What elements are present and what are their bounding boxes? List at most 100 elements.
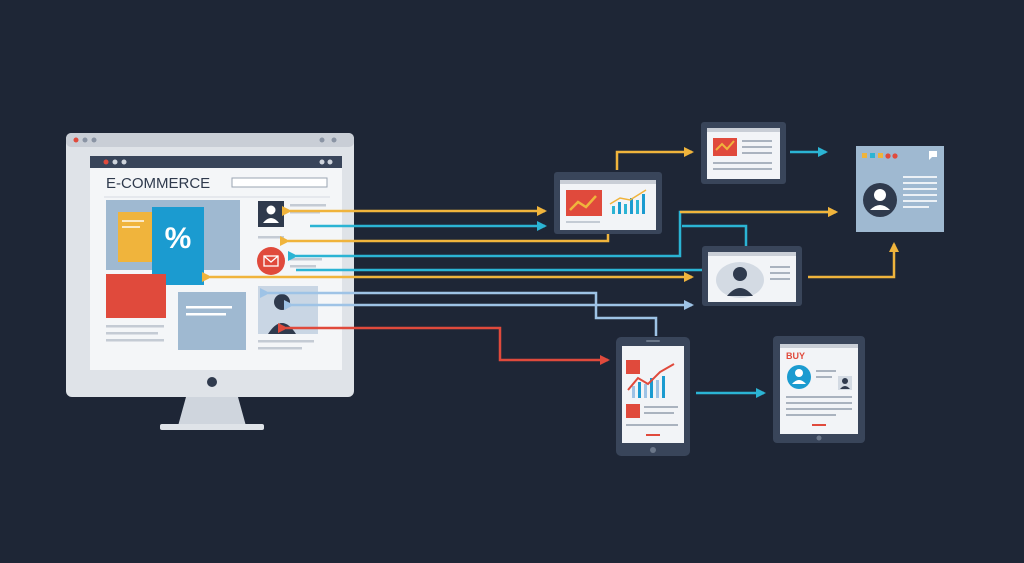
window-dot-min [82,137,88,143]
browser-dot-5 [327,159,333,165]
buy-line-1 [816,370,836,372]
tbar-1 [632,386,635,398]
chat-bubble-icon [929,151,937,160]
tbar-2 [638,382,641,398]
card-line-2 [122,226,140,228]
catalog-line-4 [903,194,937,196]
report-line-2 [742,146,772,148]
browser-dot-3 [121,159,127,165]
catalog-user-body [870,205,890,210]
bar-1 [612,206,615,214]
text-line-c1 [290,258,322,261]
percent-icon: % [165,222,192,255]
tablet-analytics [616,337,690,456]
user-icon-head [266,205,276,215]
agent-icon [274,294,290,310]
card-line-1 [122,220,144,222]
bar-2 [618,202,621,214]
buy-line-5 [786,408,852,410]
panel-line-2 [186,313,226,316]
tbar-4 [650,378,653,398]
window-dot-b [331,137,337,143]
tablet-square-2 [626,404,640,418]
catalog-line-2 [903,182,937,184]
power-button[interactable] [207,377,217,387]
catalog-chip-3 [878,153,883,158]
content-panel-blue [178,292,246,350]
text-line-d1 [258,340,314,343]
buy-avatar-head [842,378,848,384]
buy-user-head [795,369,803,377]
promo-card[interactable] [152,207,204,285]
chart-icon-small-line [715,140,735,151]
buy-home-button[interactable] [816,435,822,441]
panel-line-1 [186,306,232,309]
monitor-titlebar [66,133,354,147]
window-dot-close [73,137,79,143]
text-line-d2 [258,347,302,350]
report-line-1 [742,140,772,142]
text-line-c2 [290,265,316,268]
buy-avatar-body [840,386,850,389]
tablet-line-accent [646,434,660,436]
device-titlebar [560,180,656,184]
desktop-monitor: E-COMMERCE % [66,133,354,430]
catalog-line-6 [903,206,929,208]
text-line-b3 [258,236,284,239]
window-dot-a [319,137,325,143]
report-titlebar [707,128,780,132]
text-line-a1 [106,325,164,328]
browser-titlebar [90,156,342,168]
bar-3 [624,204,627,214]
product-catalog-card [856,146,944,232]
tablet-speaker [646,340,660,342]
arrow-yellow-to-report [615,147,694,170]
buy-user-body [792,380,806,384]
mail-icon-envelope [263,255,279,267]
buy-line-accent [812,424,826,426]
arrow-yellow-to-catalog [808,242,899,279]
tablet-trend-line [627,363,675,391]
search-input[interactable] [231,177,328,188]
bar-5 [636,200,639,214]
tablet-home-button[interactable] [650,447,656,453]
mail-icon-flap [263,255,279,263]
buy-line-2 [816,376,832,378]
catalog-line-3 [903,188,937,190]
catalog-chip-2 [870,153,875,158]
tbar-5 [656,380,659,398]
browser-dot-1 [103,159,109,165]
tbar-3 [644,384,647,398]
profile-line-2 [770,272,790,274]
tablet-line-2 [644,412,674,414]
text-line-b1 [290,204,326,207]
report-line-4 [713,162,772,164]
product-card-yellow [118,212,156,262]
device-report-window [701,122,786,184]
page-heading: E-COMMERCE [106,175,210,192]
mail-icon[interactable] [257,247,285,275]
text-line-a2 [106,332,158,335]
device-analytics-screen [554,172,662,234]
profile-line-1 [770,266,790,268]
device-profile-window [702,246,802,306]
buy-line-4 [786,402,852,404]
monitor-base [160,424,264,430]
tablet-line-3 [626,424,678,426]
report-line-5 [713,168,772,170]
bar-4 [630,198,633,214]
user-icon-large-head [733,267,747,281]
catalog-user-head [874,189,886,201]
chart-icon-line [569,195,597,211]
arrow-red-1 [278,323,610,365]
bar-chart-icon [609,189,647,214]
tablet-square-1 [626,360,640,374]
profile-titlebar [708,252,796,256]
catalog-chip-5 [892,153,898,159]
bar-chart-trend [609,189,647,205]
text-line-a3 [106,339,164,342]
tablet-line-1 [644,406,678,408]
profile-line-3 [770,278,790,280]
